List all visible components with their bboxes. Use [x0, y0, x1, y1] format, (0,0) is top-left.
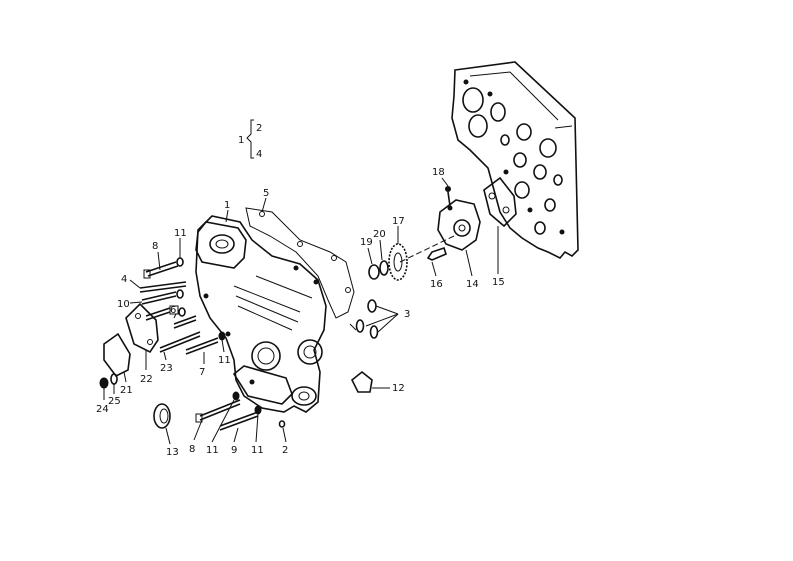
bolt-6 [145, 305, 197, 329]
callout-11-bottom: 11 [251, 445, 264, 456]
washer-11-upper [176, 257, 184, 267]
fitting-12 [350, 370, 373, 393]
callout-8-upper: 8 [152, 241, 158, 252]
callout-11-lower: 11 [206, 445, 219, 456]
callout-7: 7 [199, 367, 205, 378]
callout-3: 3 [404, 309, 410, 320]
washer-20 [379, 260, 389, 276]
stud-23 [159, 331, 201, 353]
bolt-7 [185, 337, 219, 355]
washer-11-bottom [254, 405, 262, 415]
callout-labels: 2 1 4 1 5 8 11 4 10 6 18 17 20 19 16 14 … [96, 123, 505, 458]
timing-cover-1 [195, 215, 327, 413]
bolt-8-upper [143, 261, 179, 279]
callout-11-upper: 11 [174, 228, 187, 239]
callout-1: 1 [224, 200, 230, 211]
callout-1-legend: 1 [238, 135, 244, 146]
gasket-21 [103, 332, 131, 378]
callout-17: 17 [392, 216, 405, 227]
callout-18: 18 [432, 167, 445, 178]
callout-4-legend: 4 [256, 149, 262, 160]
callout-2-legend: 2 [256, 123, 262, 134]
washer-11-mid [218, 331, 226, 341]
bolt-4 [139, 281, 187, 293]
callout-12: 12 [392, 383, 405, 394]
bolt-8-lower [195, 399, 241, 423]
callout-6: 6 [170, 305, 176, 316]
callout-25: 25 [108, 396, 121, 407]
callout-9: 9 [231, 445, 237, 456]
cover-plate-22 [125, 302, 159, 354]
callout-10: 10 [117, 299, 130, 310]
callout-24: 24 [96, 404, 109, 415]
leader-lines [103, 177, 499, 445]
nut-24 [99, 377, 109, 389]
seal-13 [153, 403, 171, 429]
plug-2 [278, 420, 286, 428]
washer-11-lower [232, 391, 240, 401]
gear-17 [388, 243, 408, 281]
legend-bracket [246, 119, 254, 159]
bolt-10 [141, 289, 184, 305]
timing-cover-gasket-5 [245, 207, 355, 319]
callout-11-mid: 11 [218, 355, 231, 366]
callout-16: 16 [430, 279, 443, 290]
callout-2: 2 [282, 445, 288, 456]
callout-22: 22 [140, 374, 153, 385]
washer-25 [110, 373, 118, 385]
callout-8-lower: 8 [189, 444, 195, 455]
bolt-9 [219, 411, 259, 431]
callout-4: 4 [121, 274, 127, 285]
oil-pump-14 [437, 199, 481, 251]
callout-13: 13 [166, 447, 179, 458]
nut-19 [368, 264, 380, 280]
callout-14: 14 [466, 279, 479, 290]
callout-21: 21 [120, 385, 133, 396]
callout-19: 19 [360, 237, 373, 248]
shaft-16 [426, 246, 447, 261]
dowels-3 [349, 299, 379, 339]
engine-block [451, 61, 579, 259]
callout-23: 23 [160, 363, 173, 374]
gasket-15 [483, 176, 517, 228]
callout-5: 5 [263, 188, 269, 199]
callout-20: 20 [373, 229, 386, 240]
callout-15: 15 [492, 277, 505, 288]
bolt-18 [445, 186, 451, 207]
